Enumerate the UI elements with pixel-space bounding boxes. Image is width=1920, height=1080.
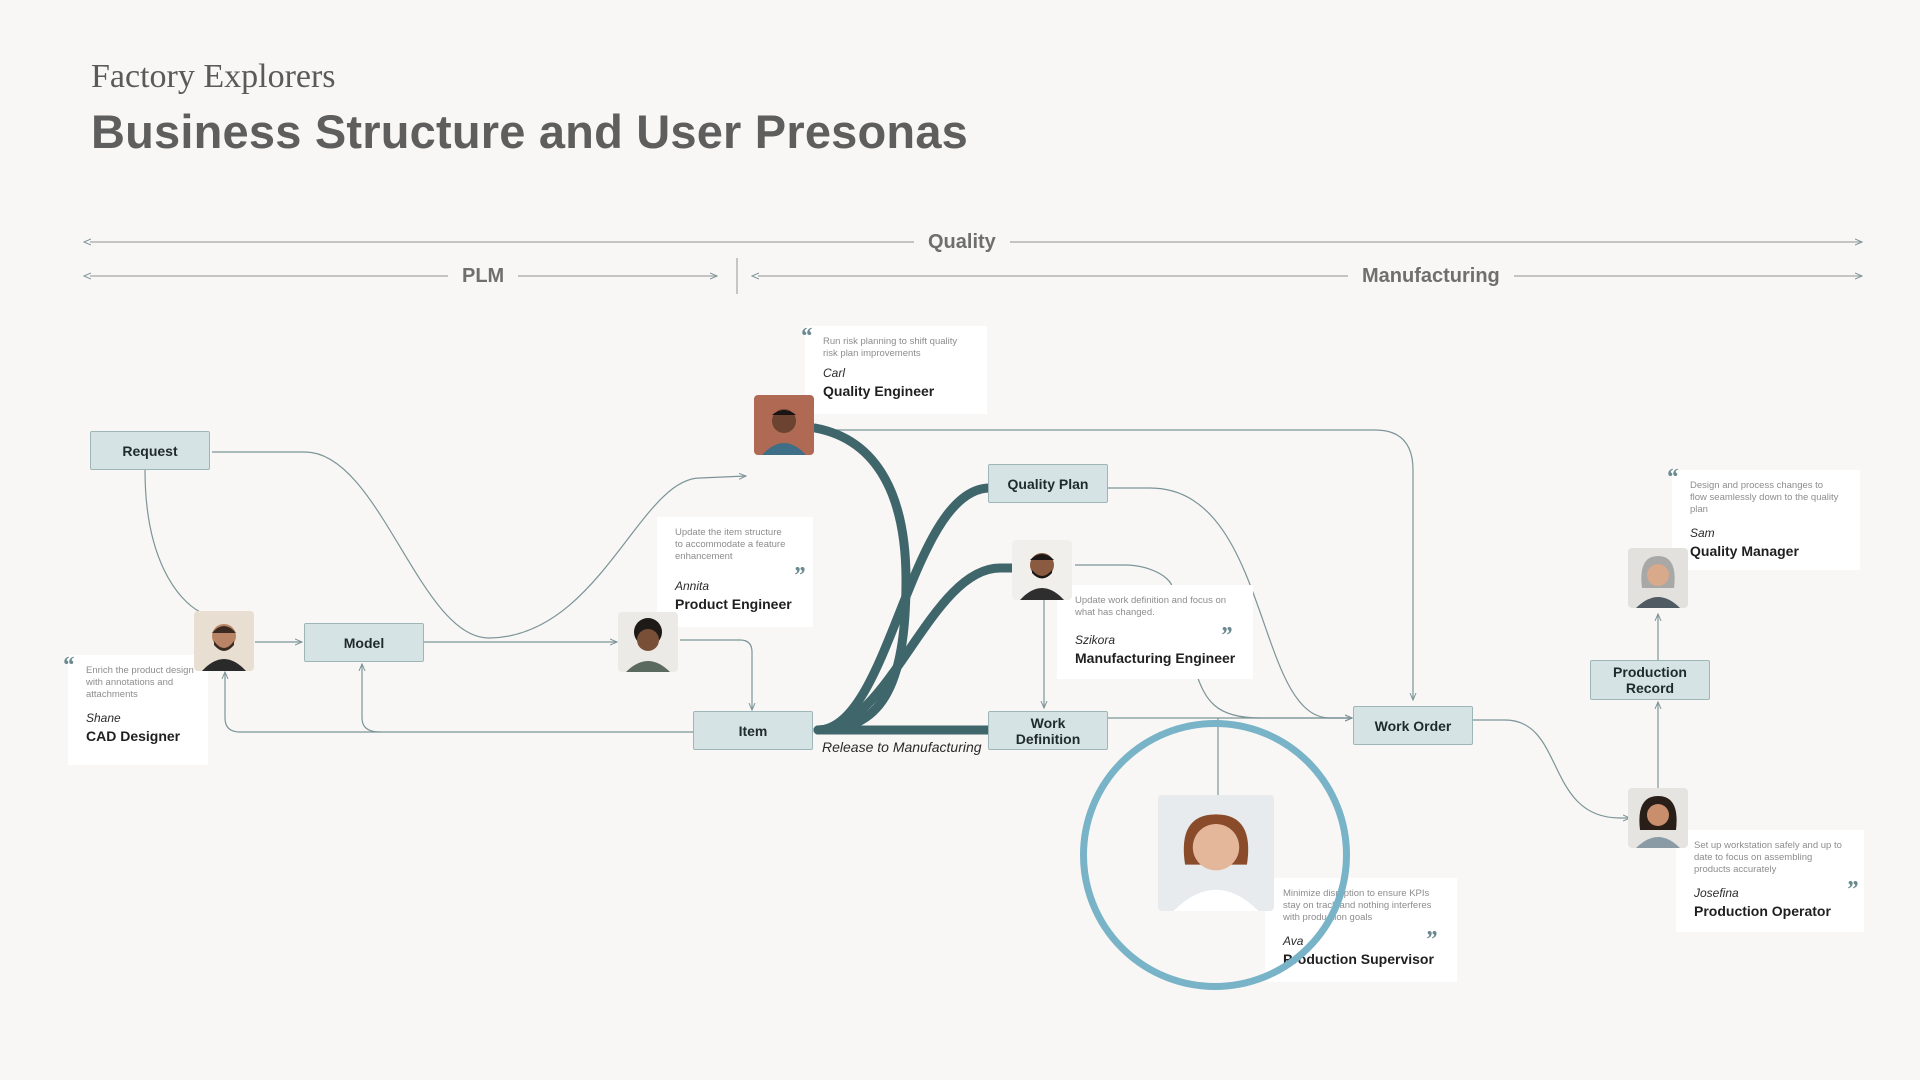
- persona-role: Quality Manager: [1690, 543, 1799, 559]
- person-portrait-icon: [1012, 540, 1072, 600]
- connector-annita-to-item: [680, 639, 752, 710]
- avatar-josefina[interactable]: [1628, 788, 1688, 848]
- persona-card-shane: Enrich the product design with annotatio…: [68, 655, 208, 765]
- connector-workorder-to-josefina: [1473, 719, 1630, 818]
- domain-label-manufacturing: Manufacturing: [1348, 264, 1514, 288]
- persona-name: Josefina: [1694, 886, 1739, 900]
- person-portrait-icon: [194, 611, 254, 671]
- connector-request-to-carl: [212, 451, 746, 639]
- persona-card-sam: Design and process changes to flow seaml…: [1672, 470, 1860, 570]
- avatar-annita[interactable]: [618, 612, 678, 672]
- connector-item-to-shane: [225, 672, 694, 733]
- release-to-manufacturing-label: Release to Manufacturing: [822, 739, 982, 755]
- persona-role: CAD Designer: [86, 728, 181, 744]
- persona-role: Production Operator: [1694, 903, 1831, 919]
- persona-role: Production Supervisor: [1283, 951, 1434, 967]
- persona-card-josefina: Set up workstation safely and up to date…: [1676, 830, 1864, 932]
- node-item[interactable]: Item: [693, 711, 813, 750]
- connector-qualityplan-to-workorder: [1108, 487, 1352, 718]
- persona-card-szikora: Update work definition and focus on what…: [1057, 585, 1253, 679]
- persona-quote: Update the item structure to accommodate…: [675, 527, 786, 562]
- close-quote-icon: ”: [1846, 877, 1858, 903]
- node-request[interactable]: Request: [90, 431, 210, 470]
- persona-role: Quality Engineer: [823, 383, 935, 399]
- persona-quote: Update work definition and focus on what…: [1075, 595, 1227, 618]
- node-model[interactable]: Model: [304, 623, 424, 662]
- avatar-carl[interactable]: [754, 395, 814, 455]
- open-quote-icon: “: [62, 653, 74, 679]
- person-portrait-icon: [1628, 548, 1688, 608]
- release-flow-to-szikora: [813, 563, 1017, 735]
- node-work-definition[interactable]: Work Definition: [988, 711, 1108, 750]
- persona-role: Manufacturing Engineer: [1075, 650, 1236, 666]
- connector-item-to-model: [362, 664, 381, 733]
- persona-name: Shane: [86, 711, 121, 725]
- persona-card-annita: Update the item structure to accommodate…: [657, 517, 813, 627]
- persona-quote: Run risk planning to shift quality risk …: [823, 336, 958, 359]
- node-work-order[interactable]: Work Order: [1353, 706, 1473, 745]
- persona-quote: Enrich the product design with annotatio…: [86, 665, 194, 700]
- person-portrait-icon: [754, 395, 814, 455]
- avatar-shane[interactable]: [194, 611, 254, 671]
- persona-name: Annita: [675, 579, 710, 593]
- connector-carl-to-workorder: [815, 429, 1413, 700]
- persona-name: Sam: [1690, 526, 1715, 540]
- open-quote-icon: “: [800, 324, 812, 350]
- persona-quote: Set up workstation safely and up to date…: [1694, 840, 1842, 875]
- avatar-sam[interactable]: [1628, 548, 1688, 608]
- persona-name: Carl: [823, 366, 846, 380]
- close-quote-icon: ”: [1220, 623, 1232, 649]
- node-production-record[interactable]: Production Record: [1590, 660, 1710, 700]
- close-quote-icon: ”: [793, 563, 805, 589]
- persona-card-carl: Run risk planning to shift quality risk …: [805, 326, 987, 414]
- connector-request-to-shane: [144, 469, 201, 613]
- page-title: Business Structure and User Presonas: [91, 105, 969, 158]
- close-quote-icon: ”: [1425, 927, 1437, 953]
- focus-highlight-ring: [1080, 720, 1350, 990]
- page-kicker: Factory Explorers: [91, 58, 336, 95]
- persona-quote: Design and process changes to flow seaml…: [1690, 480, 1839, 515]
- persona-role: Product Engineer: [675, 596, 792, 612]
- persona-name: Szikora: [1075, 633, 1116, 647]
- avatar-szikora[interactable]: [1012, 540, 1072, 600]
- open-quote-icon: “: [1666, 465, 1678, 491]
- node-quality-plan[interactable]: Quality Plan: [988, 464, 1108, 503]
- domain-label-quality: Quality: [914, 230, 1010, 254]
- release-flow-to-carl: [810, 423, 911, 735]
- person-portrait-icon: [1628, 788, 1688, 848]
- person-portrait-icon: [618, 612, 678, 672]
- domain-label-plm: PLM: [448, 264, 519, 288]
